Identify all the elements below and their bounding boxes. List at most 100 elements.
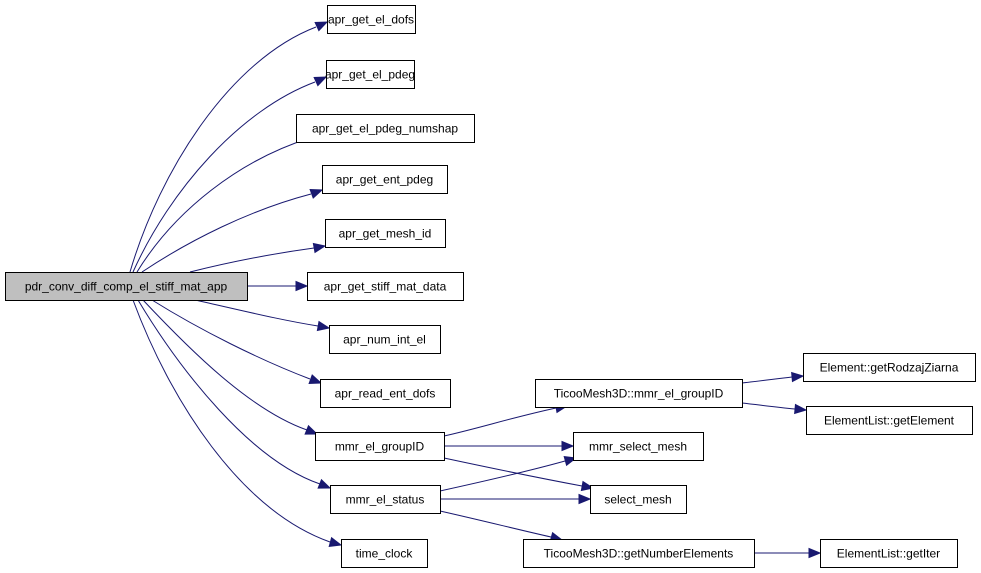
arrowhead-icon (312, 242, 327, 254)
edge-root-to-n9 (142, 299, 319, 435)
node-label: apr_get_mesh_id (339, 227, 432, 241)
function-node[interactable]: apr_get_mesh_id (325, 219, 446, 248)
node-label: mmr_el_groupID (335, 440, 425, 454)
edge-n12-to-n17 (741, 402, 808, 415)
function-node[interactable]: TicooMesh3D::mmr_el_groupID (535, 379, 743, 408)
node-box[interactable] (341, 539, 428, 568)
node-box[interactable] (322, 165, 448, 194)
node-label: mmr_select_mesh (589, 440, 687, 454)
node-label: apr_get_el_pdeg_numshap (312, 122, 458, 136)
arrowhead-icon (314, 21, 329, 32)
edge-line (136, 137, 311, 273)
edge-line (443, 407, 557, 437)
edge-line (439, 460, 566, 492)
node-label: apr_get_el_pdeg (325, 68, 415, 82)
node-box[interactable] (803, 353, 976, 382)
arrowhead-icon (808, 547, 822, 559)
edge-n9-to-n13 (444, 440, 575, 452)
arrowhead-icon (328, 536, 343, 548)
edge-line (132, 81, 316, 273)
function-node[interactable]: mmr_el_groupID (315, 432, 445, 461)
edge-line (189, 247, 315, 273)
node-box[interactable] (326, 60, 415, 89)
arrowhead-icon (561, 440, 575, 452)
function-node[interactable]: apr_read_ent_dofs (320, 379, 451, 408)
edge-root-to-n1 (129, 21, 329, 273)
node-box[interactable] (820, 539, 958, 568)
node-label: mmr_el_status (346, 493, 425, 507)
edge-root-to-n4 (141, 189, 324, 273)
arrowhead-icon (313, 76, 328, 87)
node-label: TicooMesh3D::getNumberElements (544, 547, 734, 561)
root-function-node: pdr_conv_diff_comp_el_stiff_mat_app (5, 272, 248, 301)
node-box[interactable] (325, 219, 446, 248)
function-node[interactable]: apr_get_el_dofs (327, 5, 416, 34)
node-box (5, 272, 248, 301)
function-node[interactable]: select_mesh (590, 485, 687, 514)
function-node[interactable]: mmr_select_mesh (573, 432, 704, 461)
function-node[interactable]: mmr_el_status (330, 485, 441, 514)
edge-line (439, 510, 552, 538)
node-box[interactable] (327, 5, 416, 34)
edge-line (151, 299, 311, 380)
function-node[interactable]: apr_get_el_pdeg (325, 60, 415, 89)
arrowhead-icon (578, 493, 592, 505)
function-node[interactable]: ElementList::getElement (806, 406, 973, 435)
node-box[interactable] (806, 406, 973, 435)
edge-line (129, 26, 317, 273)
function-node[interactable]: apr_get_stiff_mat_data (307, 272, 464, 301)
function-node[interactable]: ElementList::getIter (820, 539, 958, 568)
node-box[interactable] (523, 539, 755, 568)
edge-line (443, 457, 583, 487)
node-label: apr_get_ent_pdeg (336, 173, 433, 187)
node-label: pdr_conv_diff_comp_el_stiff_mat_app (25, 280, 228, 294)
edge-line (141, 193, 312, 273)
node-label: ElementList::getElement (824, 414, 955, 428)
node-box[interactable] (329, 325, 441, 354)
node-box[interactable] (296, 114, 475, 143)
function-node[interactable]: apr_get_ent_pdeg (322, 165, 448, 194)
node-label: apr_num_int_el (343, 333, 426, 347)
node-label: ElementList::getIter (837, 547, 940, 561)
node-label: TicooMesh3D::mmr_el_groupID (554, 387, 724, 401)
node-label: apr_get_el_dofs (328, 13, 414, 27)
function-node[interactable]: Element::getRodzajZiarna (803, 353, 976, 382)
node-box[interactable] (307, 272, 464, 301)
edge-line (194, 299, 319, 327)
edge-n15-to-n18 (754, 547, 822, 559)
edge-root-to-n10 (137, 299, 332, 489)
edge-line (741, 402, 796, 410)
edge-root-to-n6 (247, 280, 309, 292)
edge-root-to-n8 (151, 299, 323, 384)
edge-line (137, 299, 321, 485)
node-label: apr_get_stiff_mat_data (324, 280, 447, 294)
edge-n10-to-n14 (440, 493, 592, 505)
edge-n9-to-n12 (443, 402, 569, 437)
edge-root-to-n11 (132, 299, 343, 548)
node-box[interactable] (320, 379, 451, 408)
function-node[interactable]: apr_get_el_pdeg_numshap (296, 114, 475, 143)
function-node[interactable]: time_clock (341, 539, 428, 568)
function-node[interactable]: TicooMesh3D::getNumberElements (523, 539, 755, 568)
edge-n12-to-n16 (741, 371, 805, 384)
node-box[interactable] (590, 485, 687, 514)
node-label: time_clock (356, 547, 414, 561)
arrowhead-icon (316, 320, 331, 332)
arrowhead-icon (308, 374, 323, 384)
edge-line (142, 299, 308, 431)
node-label: apr_read_ent_dofs (335, 387, 436, 401)
arrowhead-icon (317, 478, 332, 489)
node-box[interactable] (535, 379, 743, 408)
arrowhead-icon (309, 189, 324, 199)
nodes-layer: pdr_conv_diff_comp_el_stiff_mat_app apr_g… (5, 5, 976, 568)
arrowhead-icon (295, 280, 309, 292)
node-box[interactable] (315, 432, 445, 461)
function-node[interactable]: apr_num_int_el (329, 325, 441, 354)
arrowhead-icon (794, 403, 808, 415)
node-box[interactable] (573, 432, 704, 461)
node-label: Element::getRodzajZiarna (820, 361, 959, 375)
edge-line (132, 299, 331, 543)
arrowhead-icon (304, 424, 319, 435)
edge-n10-to-n15 (439, 510, 564, 543)
node-box[interactable] (330, 485, 441, 514)
